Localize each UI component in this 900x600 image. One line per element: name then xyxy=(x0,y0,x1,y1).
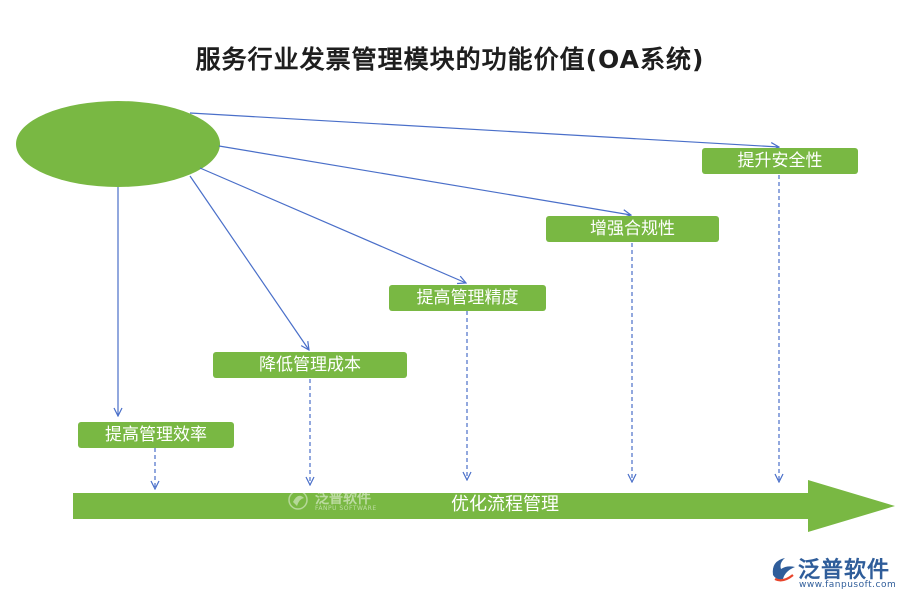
node-compliance: 增强合规性 xyxy=(546,216,719,242)
brand-url: www.fanpusoft.com xyxy=(799,580,897,590)
watermark-name: 泛普软件 xyxy=(315,491,371,507)
connector-security xyxy=(189,112,779,147)
brand-logo: 泛普软件 www.fanpusoft.com xyxy=(768,552,898,598)
bottom-arrow-shape xyxy=(73,480,895,532)
node-security: 提升安全性 xyxy=(702,148,858,174)
connector-cost xyxy=(189,175,309,350)
watermark-sub: FANPU SOFTWARE xyxy=(315,505,377,512)
bottom-arrow-label: 优化流程管理 xyxy=(451,494,559,515)
connector-precision xyxy=(199,167,466,283)
brand-name: 泛普软件 xyxy=(798,558,891,583)
connector-compliance xyxy=(218,145,631,215)
node-cost: 降低管理成本 xyxy=(213,352,407,378)
fanpu-logo-icon xyxy=(288,490,308,510)
brand-logo-icon xyxy=(772,558,795,582)
node-precision: 提高管理精度 xyxy=(389,285,546,311)
node-efficiency: 提高管理效率 xyxy=(78,422,234,448)
source-ellipse xyxy=(16,101,220,187)
diagram-title: 服务行业发票管理模块的功能价值(OA系统) xyxy=(195,45,705,74)
